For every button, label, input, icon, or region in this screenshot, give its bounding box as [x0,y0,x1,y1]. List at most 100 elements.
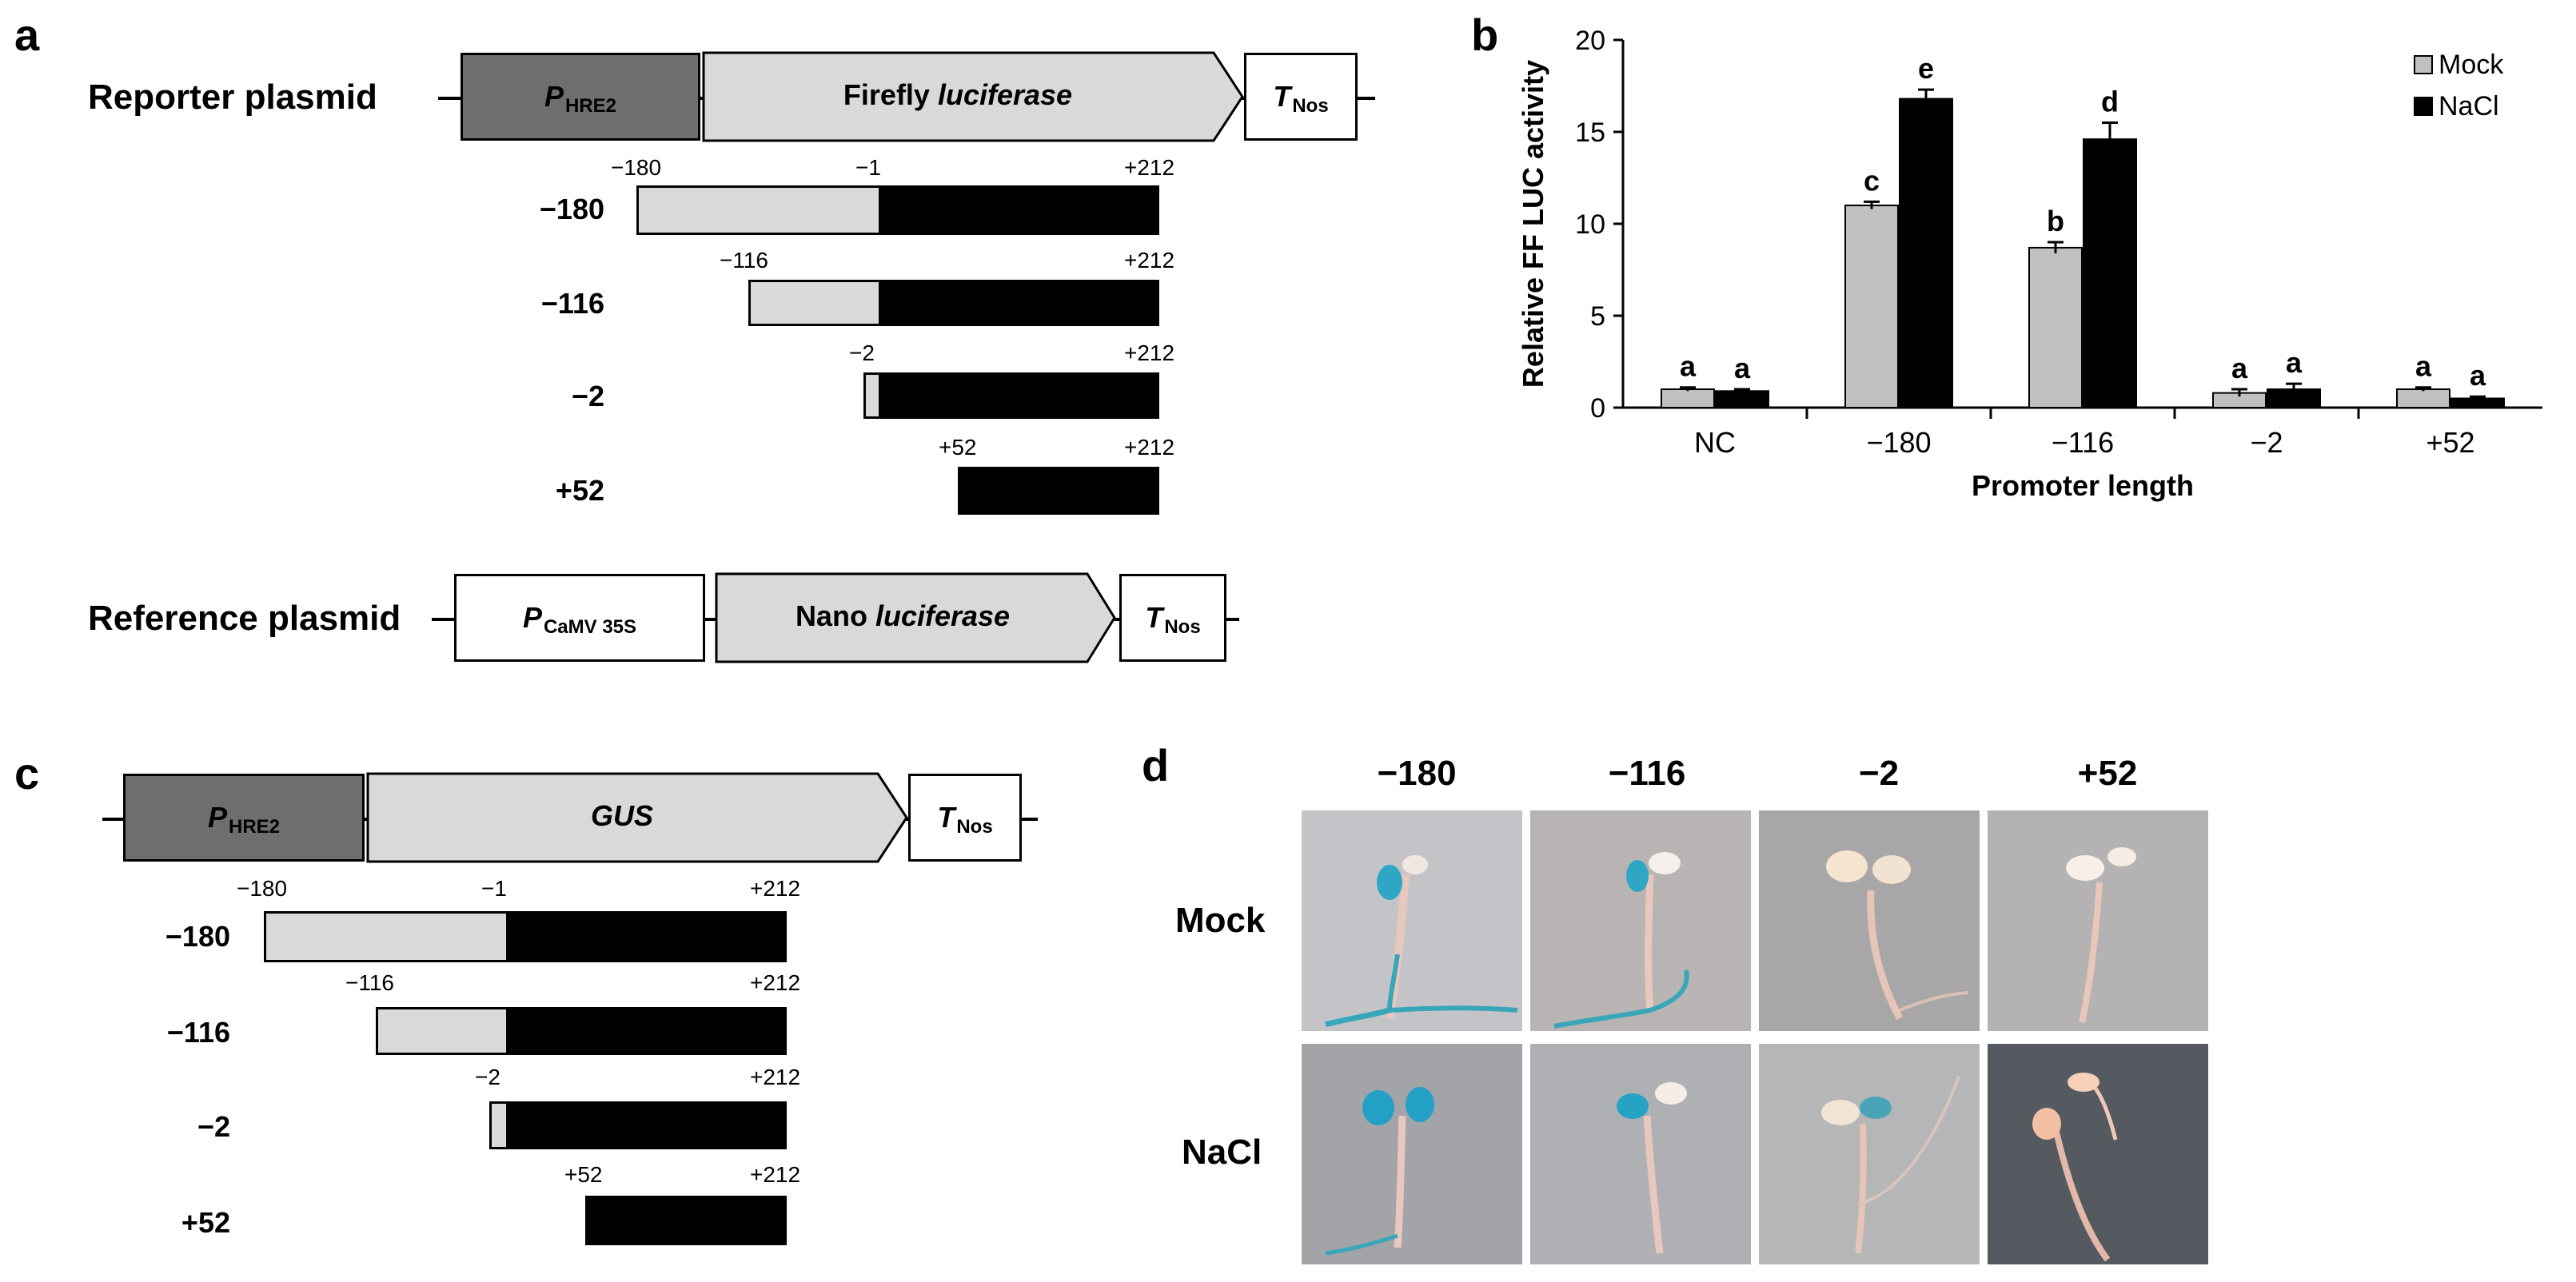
panel-letter-c: c [14,748,40,798]
frag-c3-end: +212 [750,1065,801,1089]
frag-a3-label: −2 [571,380,604,412]
significance-letter: a [1680,350,1697,383]
y-tick-label: 10 [1575,209,1605,240]
y-axis-label: Relative FF LUC activity [1517,60,1549,388]
frag-a2-start: −116 [720,248,768,273]
frag-a1-transcribed [879,185,1159,235]
y-tick-label: 5 [1590,301,1605,332]
panel-letter-d: d [1142,740,1170,790]
frag-a4-transcribed [958,467,1159,515]
panel-letter-b: b [1471,10,1499,60]
significance-letter: e [1918,52,1934,85]
frag-a2-label: −116 [540,287,604,320]
bar-nacl [2083,138,2137,408]
photo-col-116: −116 [1608,754,1686,793]
camv-p: P [522,601,542,634]
significance-letter: a [1734,352,1751,384]
x-tick-label: −2 [2250,426,2283,459]
camv-sub: CaMV 35S [543,616,637,638]
frag-a1-end: +212 [1124,155,1175,180]
frag-a1-label: −180 [539,193,604,225]
bar-mock [1844,205,1899,408]
promoter-p: P [544,80,564,113]
x-axis-label: Promoter length [1972,469,2194,502]
x-tick-label: +52 [2426,426,2474,459]
x-tick-label: −116 [2052,426,2114,459]
frag-c1-mid: −1 [481,876,507,901]
frag-c2-end: +212 [750,970,801,995]
terminator-t: T [1273,80,1291,113]
y-tick-label: 20 [1575,26,1605,56]
photo-col-2: −2 [1858,754,1900,793]
x-tick-label: NC [1694,426,1736,459]
significance-letter: a [2470,359,2486,392]
frag-c1-transcribed [507,911,787,962]
significance-letter: a [2231,352,2248,384]
frag-a2-transcribed [879,280,1159,326]
frag-c1-start: −180 [237,876,288,901]
seedling-photo-mock-2 [1759,810,1980,1031]
gus-label: GUS [590,799,653,832]
seedling-photo-mock-52 [1988,810,2208,1031]
frag-c1-upstream [264,911,508,962]
frag-a3-end: +212 [1124,340,1175,365]
frag-c2-transcribed [507,1007,787,1055]
photo-row-nacl: NaCl [1182,1133,1262,1172]
promoter-sub: HRE2 [564,95,617,117]
nano-luciferase-arrow [715,572,1116,663]
seedling-photo-nacl-2 [1759,1044,1980,1264]
ref-terminator-sub: Nos [1164,616,1201,638]
reference-plasmid-label: Reference plasmid [88,599,401,638]
frag-c4-start: +52 [564,1162,603,1187]
frag-a4-end: +212 [1124,435,1175,460]
gus-terminator-t: T [937,801,955,834]
frag-c2-upstream [376,1007,508,1055]
seedling-photo-mock-180 [1302,810,1522,1031]
bar-nacl [1715,390,1769,408]
significance-letter: a [2286,346,2303,379]
gus-arrow [366,772,908,863]
legend-label-nacl: NaCl [2438,91,2499,121]
legend-label-mock: Mock [2438,50,2504,80]
bar-mock [2028,246,2083,408]
frag-c4-label: +52 [181,1206,230,1239]
reporter-plasmid-label: Reporter plasmid [88,78,377,117]
frag-c1-label: −180 [165,920,230,953]
seedling-photo-nacl-52 [1988,1044,2208,1264]
panel-letter-a: a [14,10,40,60]
gus-terminator-sub: Nos [956,816,993,838]
photo-col-52: +52 [2077,754,2138,793]
frag-a1-mid: −1 [855,155,881,180]
ref-terminator-t: T [1145,601,1163,634]
frag-a3-start: −2 [849,340,875,365]
y-tick-label: 0 [1590,393,1605,424]
significance-letter: d [2101,86,2119,118]
frag-a3-transcribed [879,372,1159,419]
frag-a4-start: +52 [939,435,977,460]
frag-a3-upstream [863,372,881,419]
gus-promoter-sub: HRE2 [228,816,281,838]
bar-mock [2396,388,2450,408]
seedling-photo-nacl-180 [1302,1044,1522,1264]
frag-c2-label: −116 [166,1016,230,1049]
x-tick-label: −180 [1866,426,1931,459]
photo-row-mock: Mock [1175,901,1266,940]
frag-a2-upstream [748,280,881,326]
y-tick-label: 15 [1575,117,1605,148]
frag-c3-transcribed [507,1101,787,1149]
firefly-luciferase-label: Firefly luciferase [702,78,1214,112]
frag-a4-label: +52 [555,474,604,507]
nano-luciferase-label: Nano luciferase [715,599,1091,633]
seedling-photo-nacl-116 [1530,1044,1751,1264]
firefly-ital: luciferase [937,78,1073,111]
nano-text: Nano [795,599,875,632]
firefly-luciferase-arrow [702,51,1244,142]
significance-letter: b [2047,205,2064,237]
